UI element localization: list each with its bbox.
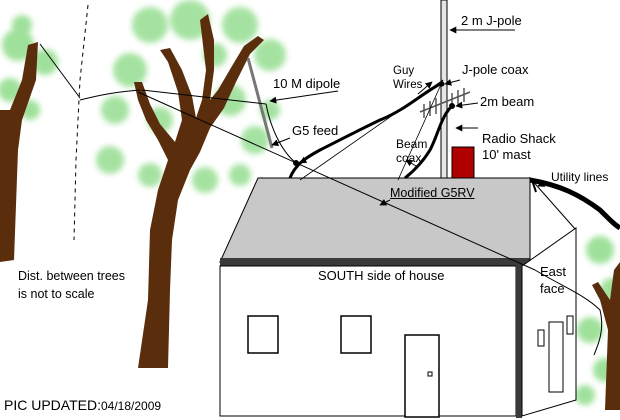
label-beam-coax-2: coax [396,151,422,165]
east-window-1 [537,329,545,347]
east-window-2 [566,315,574,335]
east-door [548,321,564,393]
g5rv-wire-2 [141,89,267,105]
utility-connector [531,179,537,193]
distance-dashed-line [73,4,89,241]
label-dist-note-2: is not to scale [18,287,95,301]
label-south-side: SOUTH side of house [318,268,445,283]
left-tree-trunk [0,42,38,262]
label-10m-dipole: 10 M dipole [273,76,341,91]
downspout [516,262,522,418]
label-guy-wires-2: Wires [393,79,423,91]
label-east-face-2: face [540,281,565,296]
right-tree-trunk [592,262,620,410]
label-g5-feed: G5 feed [292,123,339,138]
g5rv-wire [137,91,536,271]
dipole-wire-top [39,43,81,99]
beam-feed-point [449,103,455,109]
label-beam-coax-1: Beam [396,137,428,151]
roof-edge [220,258,530,266]
label-j-pole: 2 m J-pole [461,13,522,28]
door-knob [427,371,433,377]
window-left [247,315,279,354]
mast [440,0,448,179]
label-pic-updated-date: 04/18/2009 [100,399,162,413]
g5-feed-line [265,103,297,164]
g5rv-end [534,269,603,356]
label-2m-beam: 2m beam [480,94,535,109]
label-pic-updated-prefix: PIC UPDATED: [4,397,101,413]
label-pic-updated: PIC UPDATED:04/18/2009 [4,398,161,413]
label-east-face-1: East [540,264,567,279]
beam-coax-cable [404,107,452,180]
roof [219,177,531,263]
label-guy-wires-1: Guy [393,65,415,77]
dipole-wire-sag [79,89,141,101]
utility-lines [529,177,620,231]
label-dist-note-1: Dist. between trees [18,269,125,283]
g5-feed-point [293,160,299,166]
label-radio-shack-2: 10' mast [482,147,531,162]
label-j-pole-coax: J-pole coax [462,62,529,77]
window-right [340,315,372,354]
label-utility-lines: Utility lines [551,170,609,184]
chimney [451,146,475,179]
front-door [404,334,440,418]
label-arrows [269,26,549,206]
label-modified-g5rv: Modified G5RV [390,186,475,200]
label-radio-shack-1: Radio Shack [482,131,556,146]
center-tree-trunk [134,14,264,368]
